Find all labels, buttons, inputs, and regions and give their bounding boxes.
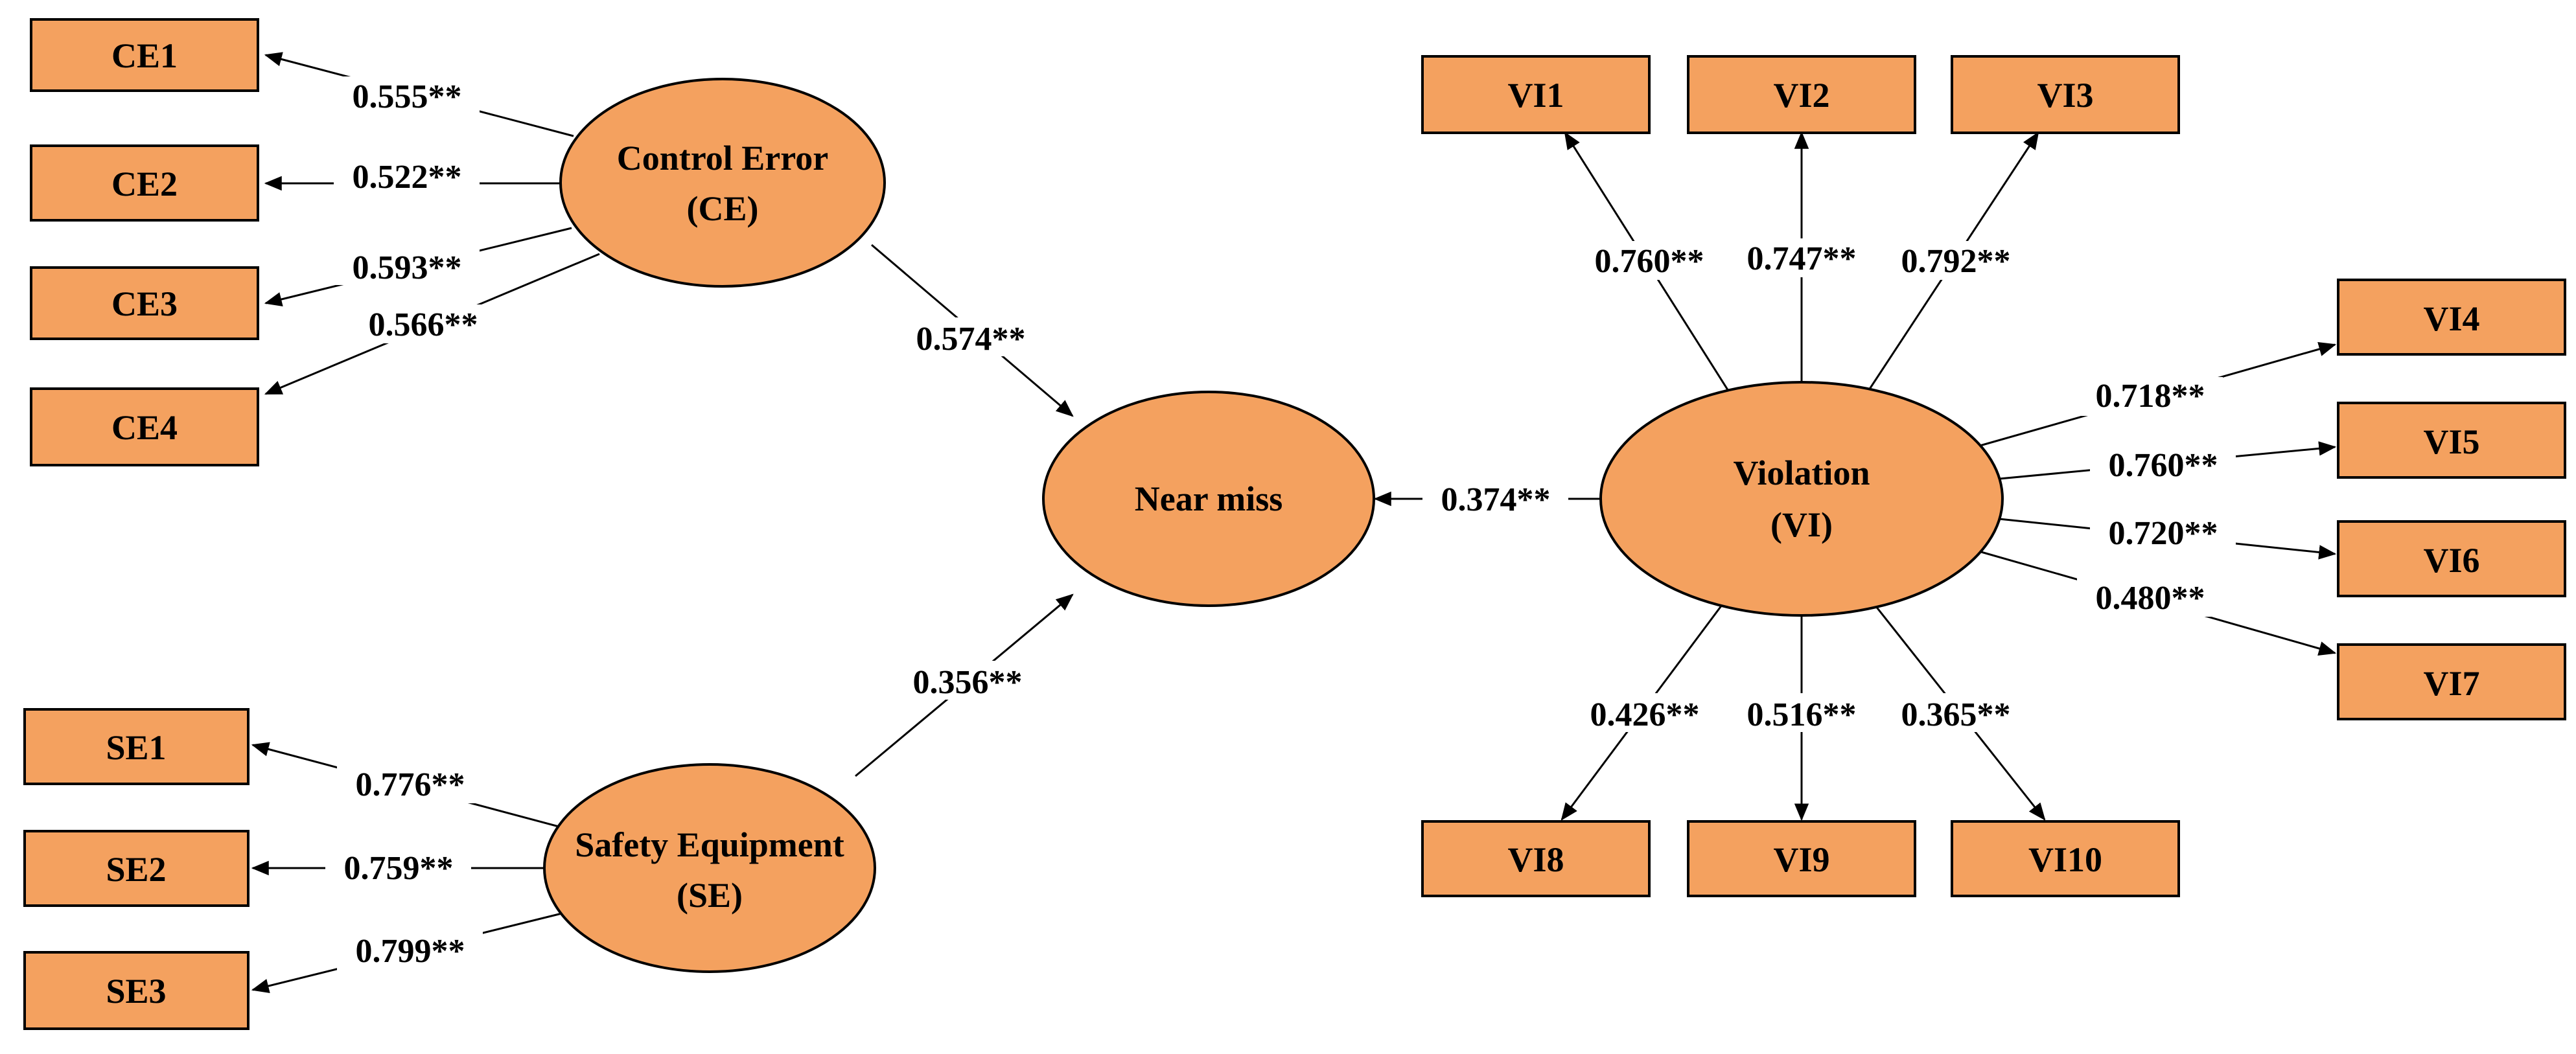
indicator-label-vi1: VI1: [1507, 76, 1564, 115]
loading-vi7: 0.480**: [2096, 580, 2205, 617]
indicator-vi6: [2337, 520, 2566, 597]
construct-safety-equipment-abbr: (SE): [677, 876, 743, 915]
indicator-ce3: [30, 266, 259, 340]
indicator-label-vi6: VI6: [2423, 541, 2479, 580]
path-se-nearmiss: 0.356**: [913, 664, 1023, 701]
construct-control-error-name: Control Error: [617, 139, 828, 178]
indicator-label-vi8: VI8: [1507, 840, 1564, 879]
construct-safety-equipment-name: Safety Equipment: [575, 825, 844, 864]
loading-se1: 0.776**: [356, 766, 465, 803]
path-vi-nearmiss: 0.374**: [1441, 481, 1551, 518]
loading-vi10: 0.365**: [1901, 696, 2011, 733]
loading-vi9: 0.516**: [1747, 696, 1857, 733]
indicator-label-ce3: CE3: [111, 284, 178, 323]
loading-ce2: 0.522**: [353, 159, 462, 196]
loading-vi1: 0.760**: [1595, 243, 1704, 280]
construct-violation-abbr: (VI): [1770, 505, 1833, 544]
indicator-label-se1: SE1: [106, 728, 166, 767]
path-ce-nearmiss: 0.574**: [916, 321, 1026, 358]
indicator-ce4: [30, 387, 259, 466]
indicator-label-vi2: VI2: [1773, 76, 1829, 115]
indicator-label-vi7: VI7: [2423, 664, 2479, 703]
loading-ce1: 0.555**: [353, 78, 462, 115]
indicator-label-ce2: CE2: [111, 165, 178, 203]
indicator-vi5: [2337, 402, 2566, 479]
construct-violation-name: Violation: [1733, 453, 1870, 492]
indicator-boxes: CE1 CE2 CE3 CE4 SE1 SE2 SE3 VI1 VI2 VI3 …: [23, 18, 2566, 1030]
loading-ce4: 0.566**: [369, 306, 478, 343]
indicator-vi1: [1421, 55, 1651, 134]
indicator-label-se2: SE2: [106, 850, 166, 889]
construct-near-miss: [1042, 391, 1375, 607]
indicator-label-vi10: VI10: [2028, 840, 2102, 879]
indicator-label-vi4: VI4: [2423, 299, 2479, 338]
indicator-label-se3: SE3: [106, 972, 166, 1011]
indicator-vi9: [1687, 820, 1916, 897]
construct-near-miss-name: Near miss: [1135, 479, 1282, 518]
construct-control-error: [559, 78, 886, 288]
loading-vi5: 0.760**: [2109, 447, 2218, 484]
indicator-se3: [23, 951, 249, 1030]
construct-violation: [1599, 381, 2004, 617]
indicator-se2: [23, 830, 249, 907]
indicator-se1: [23, 708, 249, 785]
indicator-vi10: [1951, 820, 2180, 897]
indicator-label-vi9: VI9: [1773, 840, 1829, 879]
indicator-vi2: [1687, 55, 1916, 134]
indicator-ce1: [30, 18, 259, 92]
loading-vi8: 0.426**: [1590, 696, 1700, 733]
loading-vi4: 0.718**: [2096, 378, 2205, 415]
indicator-label-vi3: VI3: [2037, 76, 2093, 115]
loading-ce3: 0.593**: [353, 249, 462, 286]
indicator-vi4: [2337, 279, 2566, 356]
loading-vi3: 0.792**: [1901, 243, 2011, 280]
indicator-vi3: [1951, 55, 2180, 134]
indicator-vi7: [2337, 643, 2566, 720]
construct-ellipses: Control Error (CE) Near miss Safety Equi…: [543, 78, 2004, 973]
construct-control-error-abbr: (CE): [687, 189, 759, 228]
loading-se2: 0.759**: [344, 850, 454, 887]
indicator-ce2: [30, 144, 259, 222]
indicator-vi8: [1421, 820, 1651, 897]
indicator-label-ce1: CE1: [111, 36, 178, 75]
loading-vi6: 0.720**: [2109, 515, 2218, 552]
loading-se3: 0.799**: [356, 933, 465, 970]
edge-labels: 0.555** 0.522** 0.593** 0.566** 0.776** …: [325, 76, 2236, 970]
indicator-label-vi5: VI5: [2423, 422, 2479, 461]
construct-safety-equipment: [543, 763, 876, 973]
indicator-label-ce4: CE4: [111, 408, 178, 447]
loading-vi2: 0.747**: [1747, 240, 1857, 277]
